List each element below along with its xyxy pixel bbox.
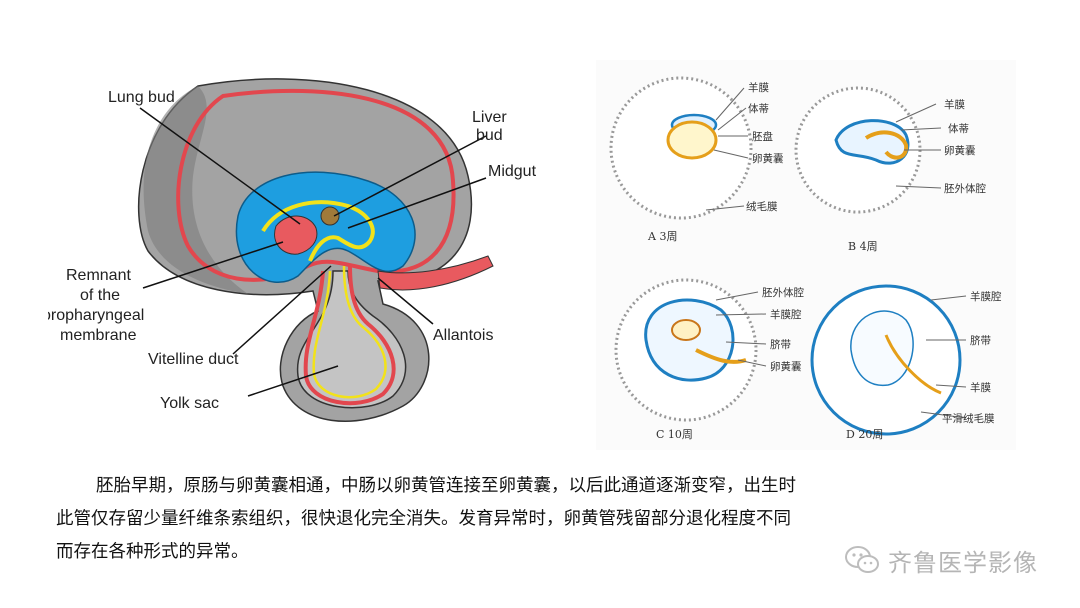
- fetal-membranes-illustration: 羊膜 体蒂 胚盘 卵黄囊 绒毛膜 A 3周 羊膜 体蒂 卵黄囊 胚外体腔 B 4…: [596, 60, 1016, 450]
- panel-c: 胚外体腔 羊膜腔 脐带 卵黄囊 C 10周: [616, 280, 804, 441]
- label-d-umbilical-cord: 脐带: [970, 334, 991, 347]
- label-liver-bud-1: Liver: [472, 109, 507, 126]
- wechat-icon: [844, 545, 880, 575]
- panel-d: 羊膜腔 脐带 羊膜 平滑绒毛膜 D 20周: [812, 286, 1002, 441]
- panel-a: 羊膜 体蒂 胚盘 卵黄囊 绒毛膜 A 3周: [611, 78, 784, 243]
- label-lung-bud: Lung bud: [108, 89, 175, 106]
- label-b-yolk-sac: 卵黄囊: [944, 144, 976, 157]
- label-a-body-stalk: 体蒂: [748, 103, 769, 115]
- caption-line-2: 此管仅存留少量纤维条索组织，很快退化完全消失。发育异常时，卵黄管残留部分退化程度…: [56, 503, 1016, 536]
- embryo-gut-diagram: Lung bud Liver bud Midgut Remnant of the…: [48, 66, 548, 432]
- label-c-amniotic-cavity: 羊膜腔: [770, 308, 802, 321]
- label-liver-bud-2: bud: [476, 127, 503, 144]
- label-c-exocoelom: 胚外体腔: [762, 286, 804, 299]
- label-vitelline-duct: Vitelline duct: [148, 351, 239, 368]
- label-b-amnion: 羊膜: [944, 98, 965, 111]
- embryo-gut-illustration: Lung bud Liver bud Midgut Remnant of the…: [48, 66, 548, 432]
- label-a-chorion: 绒毛膜: [746, 200, 778, 213]
- label-b-exocoelom: 胚外体腔: [944, 182, 986, 195]
- caption-c: C 10周: [656, 428, 693, 441]
- label-remnant-1: Remnant: [66, 267, 131, 284]
- label-a-yolk-sac: 卵黄囊: [752, 152, 784, 165]
- caption-d: D 20周: [846, 428, 883, 441]
- label-c-umbilical-cord: 脐带: [770, 338, 791, 351]
- watermark: 齐鲁医学影像: [844, 542, 1038, 578]
- liver-bud: [321, 207, 339, 225]
- label-d-amnion: 羊膜: [970, 381, 991, 394]
- fetal-membranes-diagram: 羊膜 体蒂 胚盘 卵黄囊 绒毛膜 A 3周 羊膜 体蒂 卵黄囊 胚外体腔 B 4…: [596, 60, 1016, 450]
- label-remnant-4: membrane: [60, 327, 137, 344]
- caption-b: B 4周: [848, 240, 878, 253]
- label-a-embryonic-disc: 胚盘: [752, 130, 773, 143]
- caption-line-1: 胚胎早期，原肠与卵黄囊相通，中肠以卵黄管连接至卵黄囊，以后此通道逐渐变窄，出生时: [56, 470, 1016, 503]
- label-d-amniotic-cavity: 羊膜腔: [970, 290, 1002, 303]
- label-allantois: Allantois: [433, 327, 493, 344]
- label-b-body-stalk: 体蒂: [948, 123, 969, 135]
- label-a-amnion: 羊膜: [748, 81, 769, 94]
- label-d-smooth-chorion: 平滑绒毛膜: [942, 412, 995, 425]
- panel-b: 羊膜 体蒂 卵黄囊 胚外体腔 B 4周: [796, 88, 986, 253]
- label-remnant-3: oropharyngeal: [48, 307, 144, 324]
- label-yolk-sac: Yolk sac: [160, 395, 219, 412]
- label-midgut: Midgut: [488, 163, 537, 180]
- caption-a: A 3周: [647, 230, 677, 243]
- label-remnant-2: of the: [80, 287, 120, 304]
- label-c-yolk-sac: 卵黄囊: [770, 360, 802, 373]
- watermark-text: 齐鲁医学影像: [888, 543, 1038, 578]
